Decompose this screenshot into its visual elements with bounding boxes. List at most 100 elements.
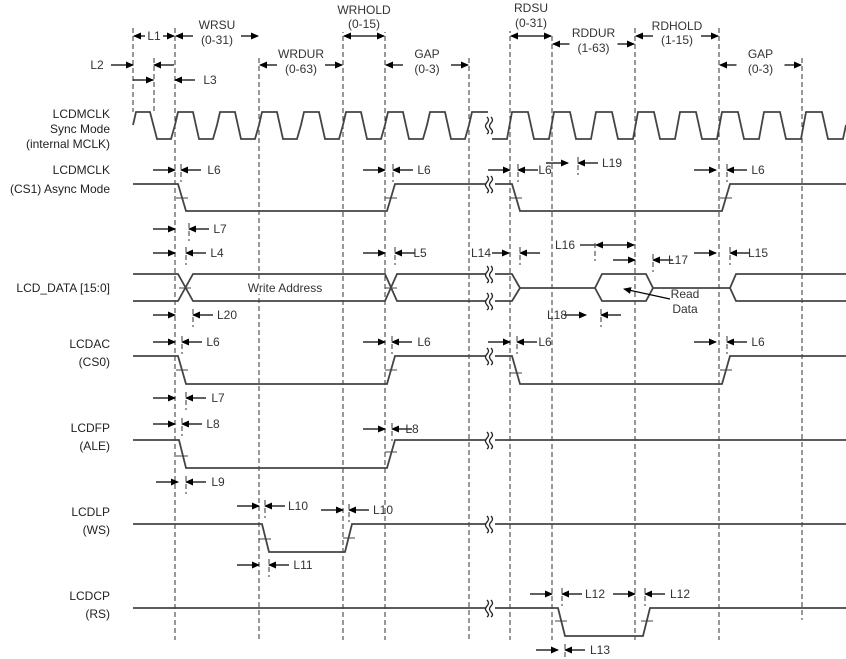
lcdlp-waveform xyxy=(133,523,488,553)
interval-name: WRSU xyxy=(199,18,236,32)
signal-label: (CS0) xyxy=(79,355,110,369)
break-icon xyxy=(484,431,490,450)
break-icon xyxy=(488,599,494,618)
interval-name: RDDUR xyxy=(572,26,616,40)
write-address-label: Write Address xyxy=(248,281,322,295)
cs1-async-waveform-right xyxy=(492,183,846,212)
interval-name: WRDUR xyxy=(278,47,324,61)
interval-range: (0-15) xyxy=(348,17,380,31)
timing-label-7: L7 xyxy=(213,222,227,236)
timing-label-28: L12 xyxy=(670,587,690,601)
signal-label: LCDLP xyxy=(71,505,110,519)
signal-label: LCDMCLK xyxy=(53,107,110,121)
timing-gridlines xyxy=(132,28,803,640)
labels: WRSU(0-31)WRDUR(0-63)WRHOLD(0-15)GAP(0-3… xyxy=(10,1,773,621)
cs1-async-waveform xyxy=(133,183,488,212)
data-bus-right xyxy=(729,273,846,302)
signal-label: LCD_DATA [15:0] xyxy=(16,281,110,295)
timing-label-4: L6 xyxy=(538,163,552,177)
timing-label-0: L2 xyxy=(90,58,104,72)
break-icon xyxy=(488,175,494,194)
read-data-bus xyxy=(593,273,655,302)
waveforms xyxy=(132,111,846,637)
interval-range: (0-3) xyxy=(748,62,773,76)
timing-label-12: L17 xyxy=(668,253,688,267)
timing-label-13: L15 xyxy=(748,246,768,260)
timing-label-19: L6 xyxy=(751,335,765,349)
signal-label: (ALE) xyxy=(79,439,110,453)
break-icon xyxy=(488,116,494,135)
timing-label-14: L20 xyxy=(217,308,237,322)
signal-label: (internal MCLK) xyxy=(26,137,110,151)
signal-label: (WS) xyxy=(83,523,110,537)
timing-label-29: L13 xyxy=(590,643,610,657)
data-bus-right xyxy=(492,273,522,302)
clock-sync-waveform xyxy=(132,111,488,140)
signal-label: LCDFP xyxy=(71,421,110,435)
interval-range: (1-63) xyxy=(577,41,609,55)
break-icon xyxy=(484,347,490,366)
clock-sync-waveform-right xyxy=(492,111,846,140)
timing-label-8: L4 xyxy=(210,246,224,260)
lcdac-waveform xyxy=(133,355,488,385)
timing-label-25: L10 xyxy=(373,503,393,517)
timing-label-21: L8 xyxy=(206,417,220,431)
interval-range: (0-63) xyxy=(285,62,317,76)
signal-label: LCDAC xyxy=(69,337,110,351)
break-icon xyxy=(488,265,494,284)
timing-label-3: L6 xyxy=(417,163,431,177)
timing-label-22: L8 xyxy=(405,422,419,436)
timing-label-15: L18 xyxy=(547,308,567,322)
break-icon xyxy=(484,175,490,194)
lcdcp-waveform-right xyxy=(492,607,846,637)
interval-name: RDSU xyxy=(514,1,548,15)
lcdfp-waveform xyxy=(133,439,488,469)
lcdac-waveform-right xyxy=(492,355,846,385)
timing-label-18: L6 xyxy=(538,335,552,349)
interval-range: (0-31) xyxy=(515,16,547,30)
timing-label-11: L16 xyxy=(555,238,575,252)
read-data-label: Read xyxy=(671,287,700,301)
break-icon xyxy=(488,347,494,366)
interval-name: GAP xyxy=(414,47,439,61)
signal-label: Sync Mode xyxy=(50,122,110,136)
timing-label-10: L14 xyxy=(471,246,491,260)
interval-range: (0-31) xyxy=(201,33,233,47)
interval-range: (1-15) xyxy=(661,33,693,47)
break-icon xyxy=(484,515,490,534)
break-icon xyxy=(484,116,490,135)
break-icon xyxy=(488,515,494,534)
break-icon xyxy=(488,431,494,450)
timing-label-2: L6 xyxy=(207,163,221,177)
data-bus-line xyxy=(133,273,488,302)
signal-label: (RS) xyxy=(85,607,110,621)
timing-label-6: L6 xyxy=(751,163,765,177)
signal-label: LCDCP xyxy=(69,589,110,603)
timing-label-23: L9 xyxy=(211,475,225,489)
data-bus-line xyxy=(133,273,488,302)
timing-label-1: L3 xyxy=(203,73,217,87)
interval-range: (0-3) xyxy=(414,62,439,76)
break-icon xyxy=(488,292,494,311)
timing-label-20: L7 xyxy=(211,391,225,405)
interval-name: RDHOLD xyxy=(652,19,703,33)
timing-label-5: L19 xyxy=(602,156,622,170)
timing-label-27: L12 xyxy=(585,587,605,601)
timing-label-16: L6 xyxy=(206,335,220,349)
timing-label-24: L10 xyxy=(288,499,308,513)
signal-label: LCDMCLK xyxy=(53,163,110,177)
interval-name: GAP xyxy=(748,47,773,61)
read-data-label: Data xyxy=(672,302,698,316)
signal-label: (CS1) Async Mode xyxy=(10,182,110,196)
arrow-icon xyxy=(623,287,671,300)
break-icon xyxy=(484,292,490,311)
break-icon xyxy=(484,265,490,284)
interval-name: L1 xyxy=(147,29,161,43)
interval-name: WRHOLD xyxy=(337,3,391,17)
timing-label-9: L5 xyxy=(413,246,427,260)
timing-label-26: L11 xyxy=(293,558,312,572)
timing-label-17: L6 xyxy=(417,335,431,349)
break-icon xyxy=(484,599,490,618)
